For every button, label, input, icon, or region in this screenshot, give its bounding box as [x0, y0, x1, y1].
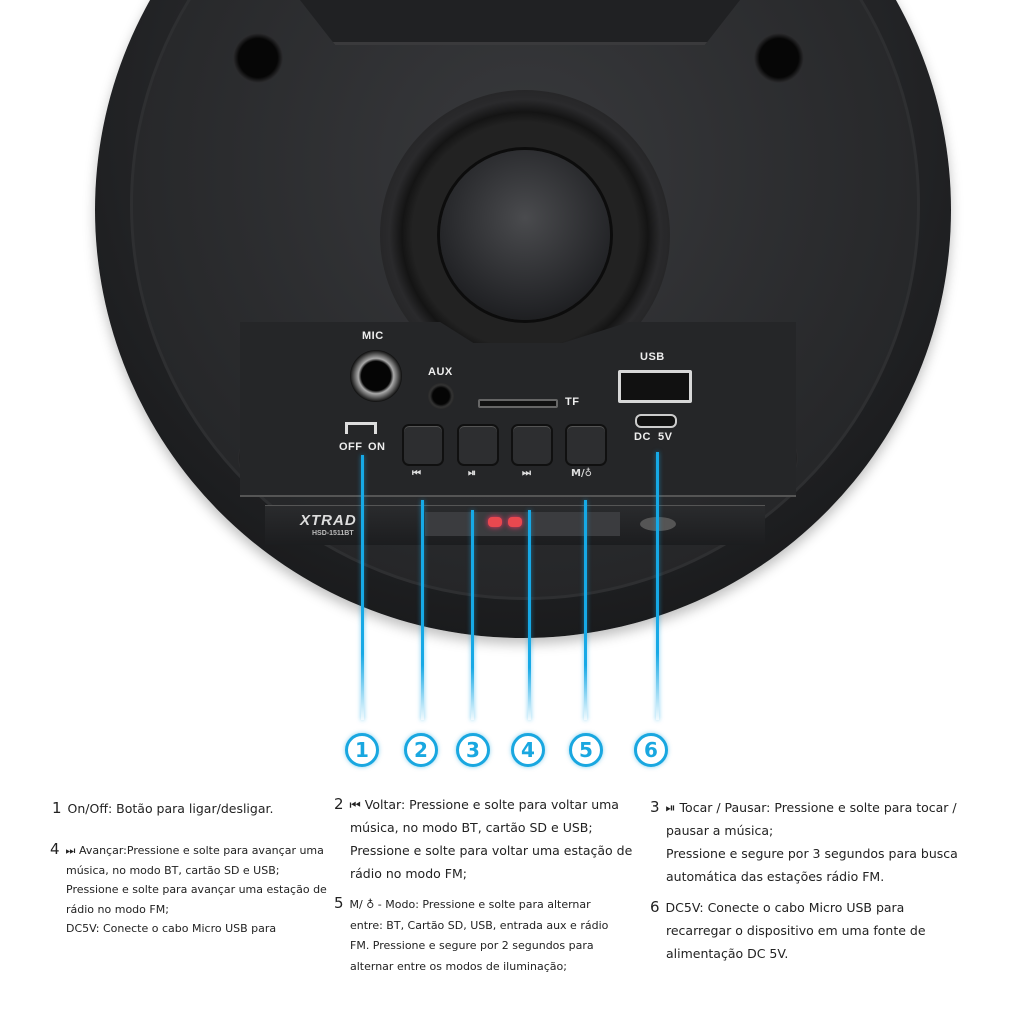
volume-knob[interactable] [440, 150, 610, 320]
screw-hole [233, 33, 283, 83]
led-indicator [488, 517, 502, 527]
prev-button[interactable] [402, 424, 444, 466]
play-pause-icon: ⏯ [665, 800, 676, 815]
model-logo: HSD-1511BT [312, 530, 354, 537]
led-display [425, 512, 620, 536]
callout-number-6: 6 [634, 733, 668, 767]
description-2: 2⏮ Voltar: Pressione e solte para voltar… [334, 795, 633, 881]
switch-on-label: ON [368, 441, 386, 453]
micro-usb-port[interactable] [635, 414, 677, 428]
aux-jack[interactable] [428, 383, 454, 409]
next-icon: ⏭ [522, 468, 531, 479]
callout-number-2: 2 [404, 733, 438, 767]
callout-number-4: 4 [511, 733, 545, 767]
speaker-handle-recess [300, 0, 740, 45]
switch-off-label: OFF [339, 441, 363, 453]
play-pause-button[interactable] [457, 424, 499, 466]
tf-label: TF [565, 396, 580, 408]
callout-number-3: 3 [456, 733, 490, 767]
next-button[interactable] [511, 424, 553, 466]
mode-light-icon: M/♁ [571, 468, 592, 479]
callout-number-1: 1 [345, 733, 379, 767]
dc-5v-label: DC 5V [634, 431, 673, 443]
usb-label: USB [640, 351, 665, 363]
callout-number-5: 5 [569, 733, 603, 767]
power-switch[interactable] [345, 422, 377, 434]
description-4: 4⏭ Avançar:Pressione e solte para avança… [50, 840, 327, 935]
callout-line-2 [421, 500, 424, 720]
callout-line-6 [656, 452, 659, 720]
usb-port[interactable] [618, 370, 692, 403]
mode-button[interactable] [565, 424, 607, 466]
control-panel [240, 322, 796, 497]
brand-logo: XTRAD [300, 512, 357, 529]
callout-line-5 [584, 500, 587, 720]
callout-line-1 [361, 455, 364, 720]
mic-label: MIC [362, 330, 384, 342]
callout-line-4 [528, 510, 531, 720]
play-pause-icon: ⏯ [468, 468, 476, 479]
description-3: 3⏯ Tocar / Pausar: Pressione e solte par… [650, 798, 958, 884]
callout-line-3 [471, 510, 474, 720]
screw-hole [754, 33, 804, 83]
tf-card-slot[interactable] [478, 399, 558, 408]
led-indicator [508, 517, 522, 527]
mic-jack[interactable] [350, 350, 402, 402]
prev-icon: ⏮ [349, 797, 361, 812]
mode-light-icon: M/ ♁ [349, 898, 375, 911]
prev-icon: ⏮ [412, 468, 421, 479]
aux-label: AUX [428, 366, 453, 378]
next-icon: ⏭ [65, 844, 76, 857]
